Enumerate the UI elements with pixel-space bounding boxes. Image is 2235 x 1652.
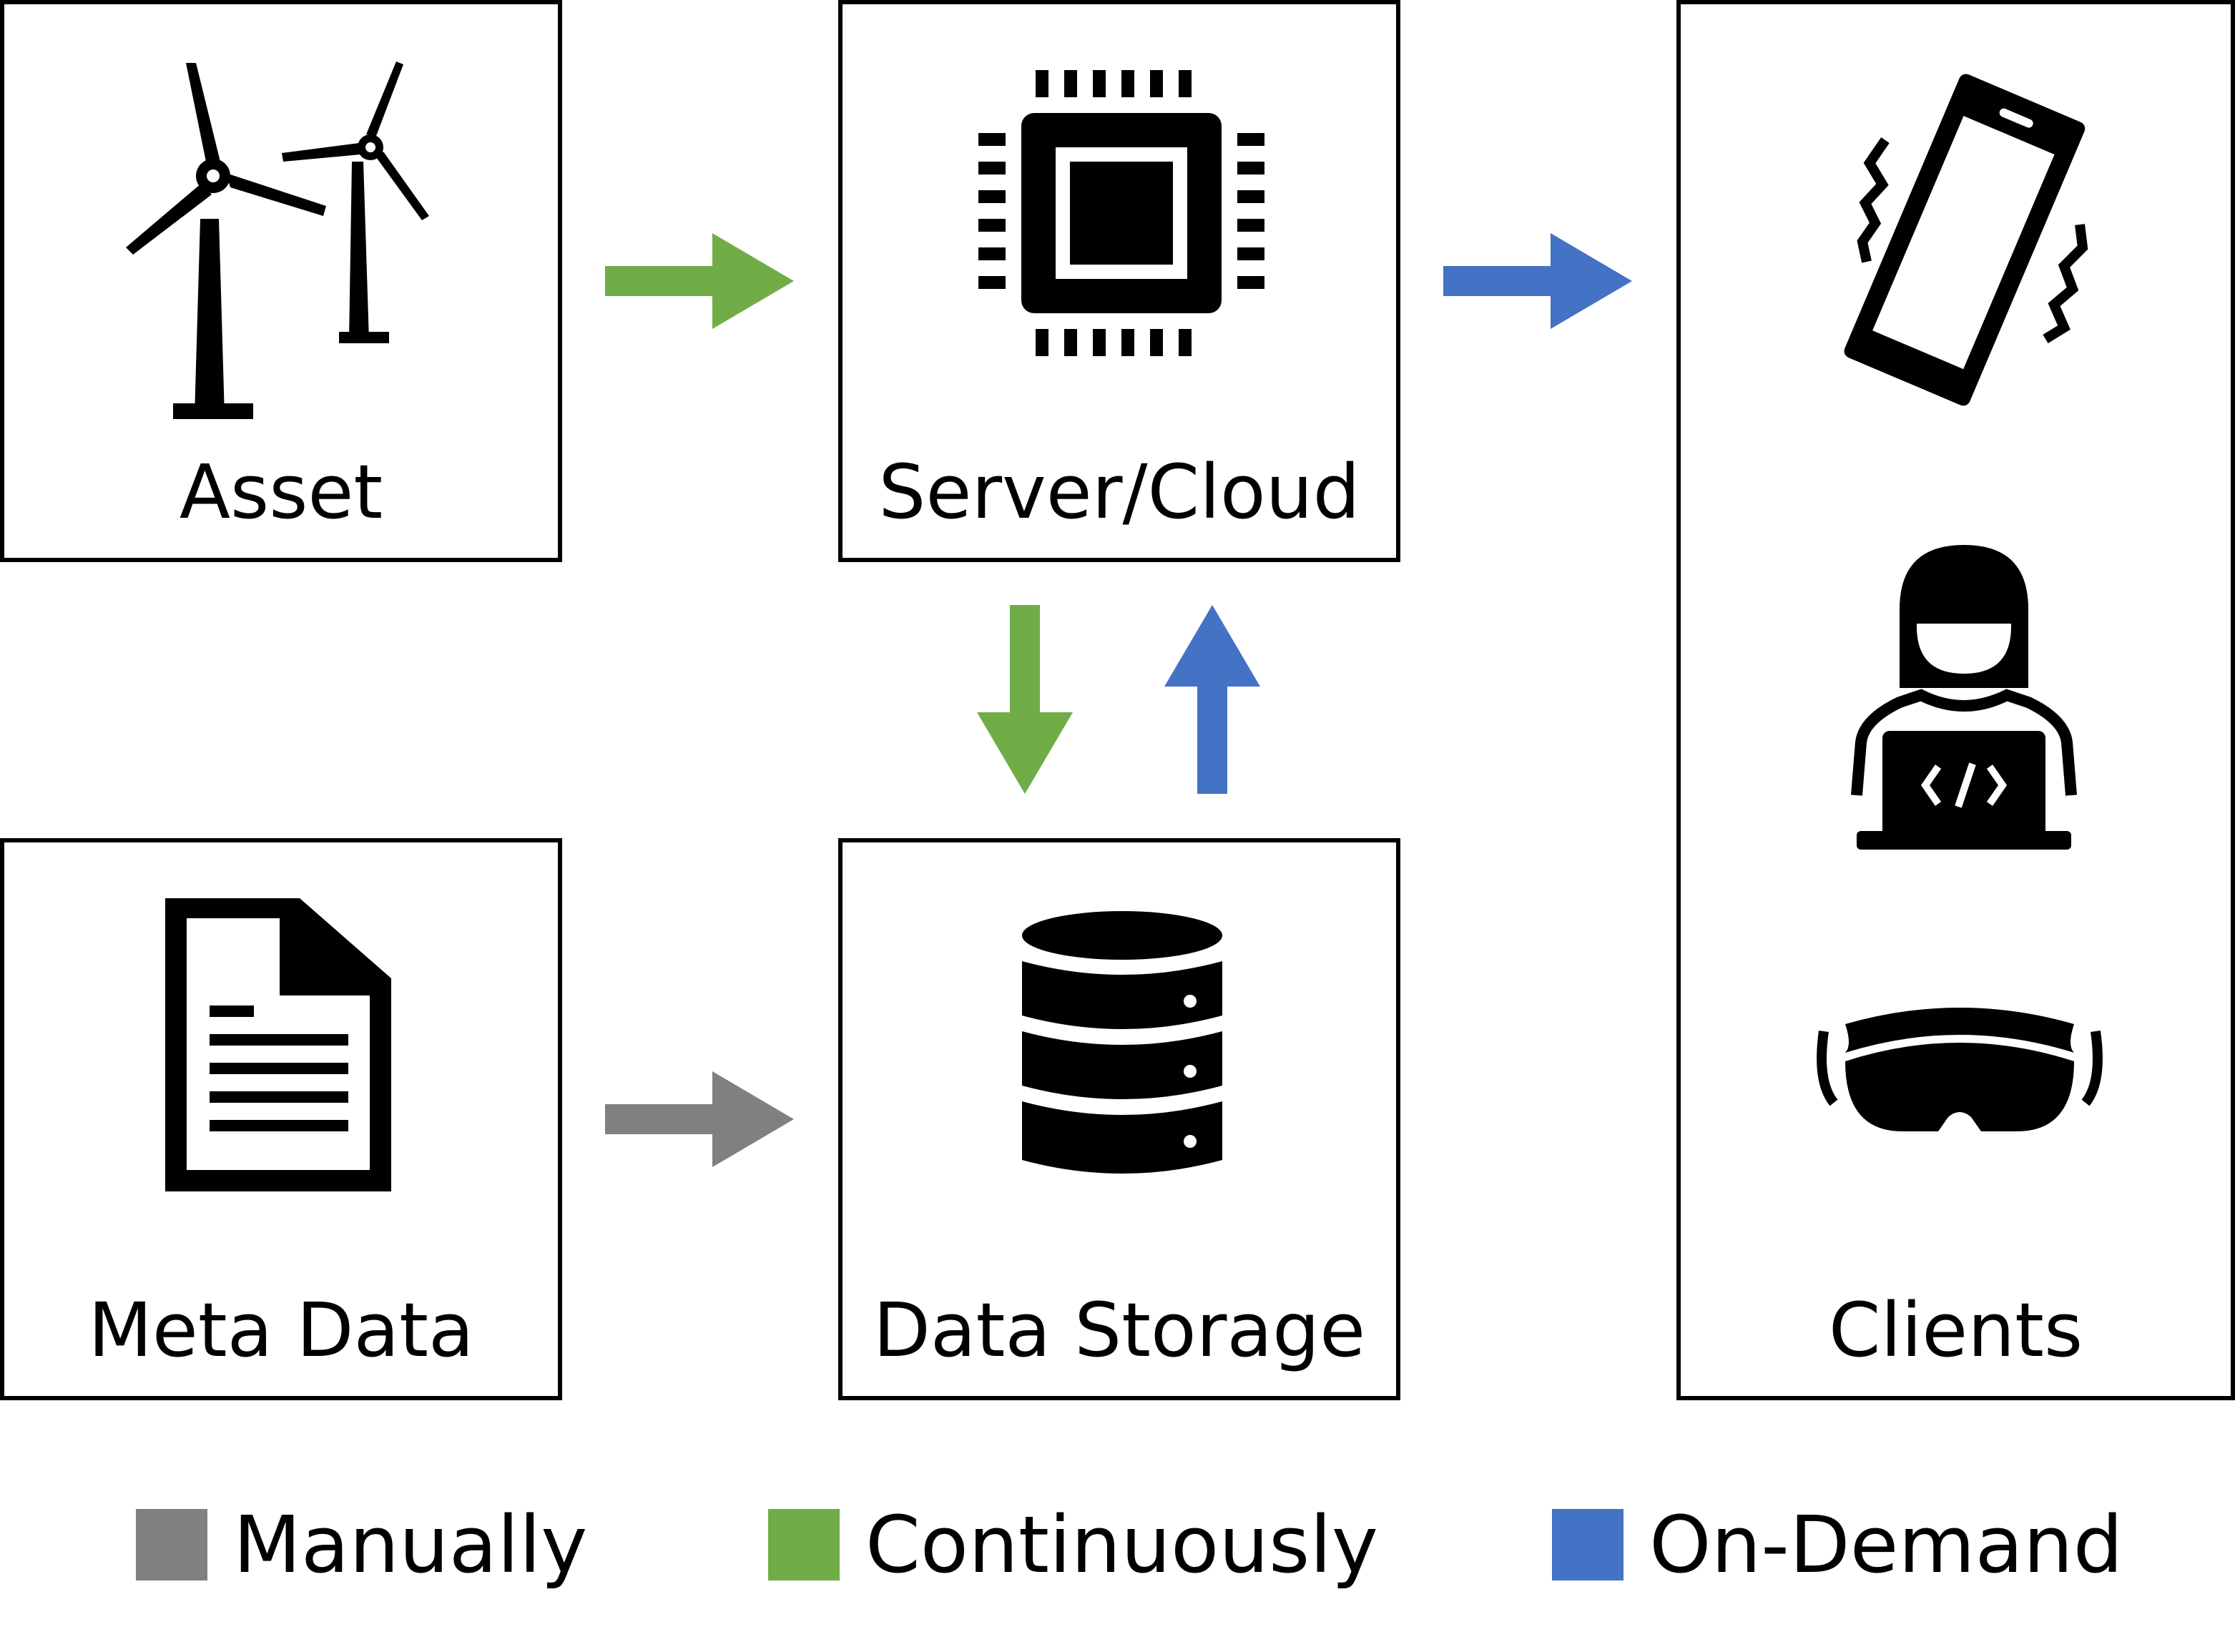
arrow-server-to-clients [1443,233,1632,329]
meta-label: Meta Data [88,1287,474,1374]
legend-label-continuously: Continuously [865,1499,1378,1590]
clients-label: Clients [1828,1287,2083,1374]
vr-headset-icon [1817,1008,2103,1131]
storage-node: Data Storage [838,838,1400,1400]
cpu-chip-icon [978,70,1264,356]
arrow-server-to-storage [977,605,1073,794]
legend-on-demand: On-Demand [1552,1499,2196,1590]
developer-laptop-icon [1851,545,2077,850]
arrow-asset-to-server [605,233,794,329]
wind-turbines-icon [126,62,429,419]
storage-label: Data Storage [873,1287,1366,1374]
meta-node: Meta Data [0,838,562,1400]
arrow-storage-to-server [1164,605,1260,794]
asset-label: Asset [179,448,383,536]
legend-label-on-demand: On-Demand [1649,1499,2123,1590]
server-node: Server/Cloud [838,0,1400,562]
document-icon [165,898,391,1191]
legend-continuously: Continuously [768,1499,1412,1590]
legend-swatch-continuously [768,1509,840,1580]
clients-node: Clients [1676,0,2235,1400]
database-icon [1022,911,1222,1174]
legend-swatch-manually [136,1509,207,1580]
asset-node: Asset [0,0,562,562]
legend-swatch-on-demand [1552,1509,1624,1580]
vibrating-phone-icon [1844,74,2088,406]
server-label: Server/Cloud [878,448,1360,536]
arrow-meta-to-storage [605,1071,794,1167]
legend-manually: Manually [136,1499,637,1590]
legend-label-manually: Manually [233,1499,588,1590]
